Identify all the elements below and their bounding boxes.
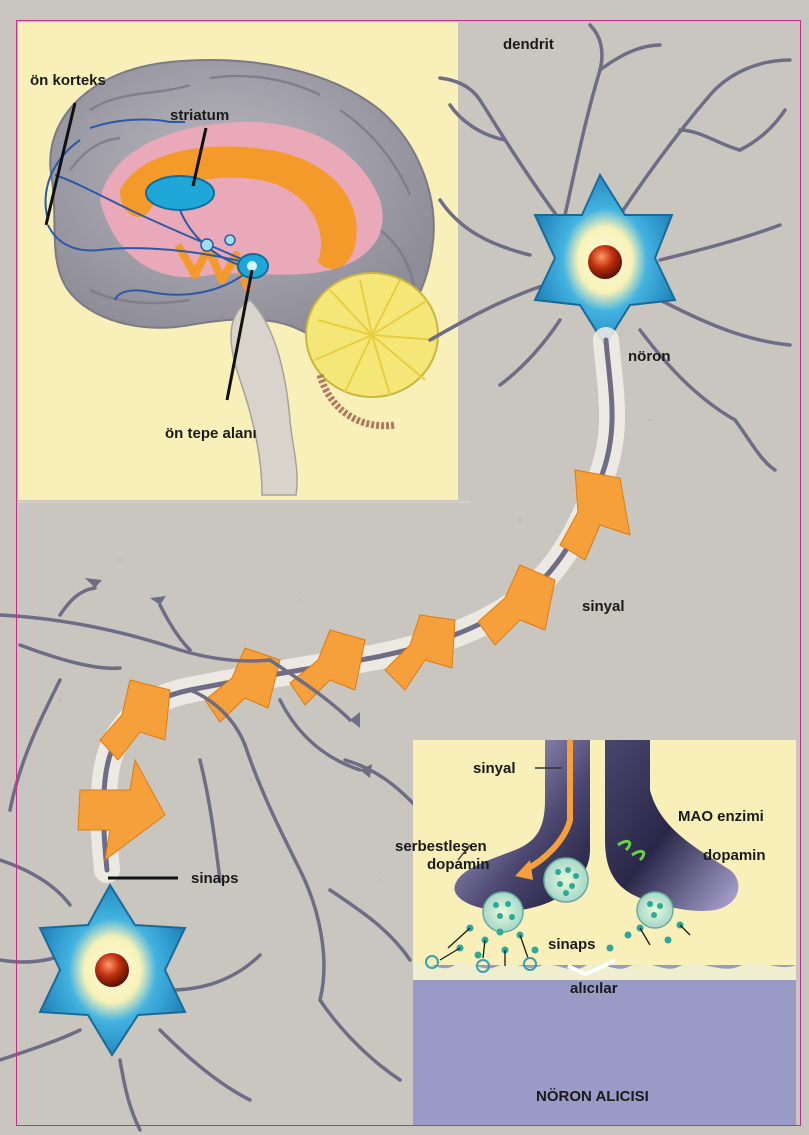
label-inset-sinaps: sinaps bbox=[548, 936, 596, 953]
label-striatum: striatum bbox=[170, 107, 229, 124]
label-mao-enzimi: MAO enzimi bbox=[678, 808, 764, 825]
label-inset-sinyal: sinyal bbox=[473, 760, 516, 777]
label-dopamin-left: dopamin bbox=[427, 856, 490, 873]
label-on-korteks: ön korteks bbox=[30, 72, 106, 89]
label-sinyal: sinyal bbox=[582, 598, 625, 615]
lower-nucleus bbox=[95, 953, 129, 987]
label-serbestlesen: serbestleşen bbox=[395, 838, 487, 855]
label-noron: nöron bbox=[628, 348, 671, 365]
upper-nucleus bbox=[588, 245, 622, 279]
synapse-inset bbox=[413, 740, 796, 1125]
label-alicilar: alıcılar bbox=[570, 980, 618, 997]
label-noron-alicisi: NÖRON ALICISI bbox=[536, 1088, 649, 1105]
label-on-tepe-alani: ön tepe alanı bbox=[165, 425, 257, 442]
label-dopamin-right: dopamin bbox=[703, 847, 766, 864]
label-dendrit: dendrit bbox=[503, 36, 554, 53]
label-sinaps: sinaps bbox=[191, 870, 239, 887]
striatum-region bbox=[146, 176, 214, 210]
